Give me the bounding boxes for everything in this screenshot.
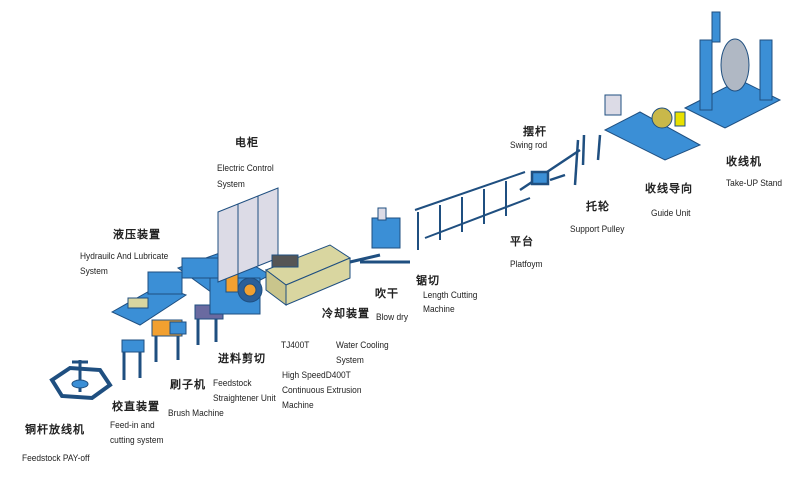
straightener-en-label-1: Feedstock (213, 378, 252, 389)
payoff-zh-label: 铜杆放线机 (25, 423, 85, 436)
cabinet-zh-label: 电柜 (235, 136, 259, 149)
feed-in-stand (121, 339, 145, 380)
guide-unit (603, 94, 702, 161)
extruder-en-label-2: Continuous Extrusion (282, 385, 362, 396)
blow-dry-en-label: Blow dry (376, 312, 409, 323)
guide-en-label: Guide Unit (651, 208, 691, 219)
cabinet-en-label-2: System (217, 179, 245, 190)
hydraulic-en-label-1: Hydrauilc And Lubricate (80, 251, 169, 262)
blow-dry-zh-label: 吹干 (375, 287, 399, 300)
straightener-zh-label: 进料剪切 (218, 352, 266, 365)
pulley-zh-label: 托轮 (586, 200, 610, 213)
support-pulley (581, 134, 602, 166)
roller-platform (414, 171, 531, 250)
platform-en-label: Platfoym (510, 259, 543, 270)
electric-cabinet (217, 187, 279, 283)
cabinet-en-label-1: Electric Control (217, 163, 274, 174)
hydraulic-zh-label: 液压装置 (113, 228, 161, 241)
take-up-stand (683, 11, 782, 129)
hydraulic-unit (110, 271, 188, 326)
straightener-en-label-2: Straightener Unit (213, 393, 276, 404)
payoff-reel (49, 360, 113, 401)
swing-rod-en-label: Swing rod (510, 140, 548, 151)
feed-in-en-label-2: cutting system (110, 435, 164, 446)
swing-rod (519, 139, 581, 192)
blow-dryer (349, 207, 410, 264)
guide-zh-label: 收线导向 (645, 182, 693, 195)
extruder-en-label-1: High SpeedD400T (282, 370, 351, 381)
feed-in-zh-label: 校直装置 (112, 400, 160, 413)
brush-en-label: Brush Machine (168, 408, 224, 419)
brush-zh-label: 刷子机 (170, 378, 206, 391)
cooling-zh-label: 冷却装置 (322, 307, 370, 320)
water-cooling-tank (264, 244, 352, 306)
cutting-en-label-2: Machine (423, 304, 455, 315)
extruder-en-label-3: Machine (282, 400, 314, 411)
swing-rod-zh-label: 摆杆 (523, 125, 547, 138)
cutting-en-label-1: Length Cutting (423, 290, 478, 301)
platform-zh-label: 平台 (510, 235, 534, 248)
take-up-en-label: Take-UP Stand (726, 178, 783, 189)
brush-machine (151, 319, 187, 362)
cutting-zh-label: 锯切 (416, 274, 440, 287)
take-up-zh-label: 收线机 (726, 155, 762, 168)
cooling-en-label-1: Water Cooling (336, 340, 389, 351)
feed-in-en-label-1: Feed-in and (110, 420, 155, 431)
payoff-en-label: Feedstock PAY-off (22, 453, 90, 464)
extruder-model-label: TJ400T (281, 340, 310, 351)
cooling-en-label-2: System (336, 355, 364, 366)
hydraulic-en-label-2: System (80, 266, 108, 277)
pulley-en-label: Support Pulley (570, 224, 625, 235)
